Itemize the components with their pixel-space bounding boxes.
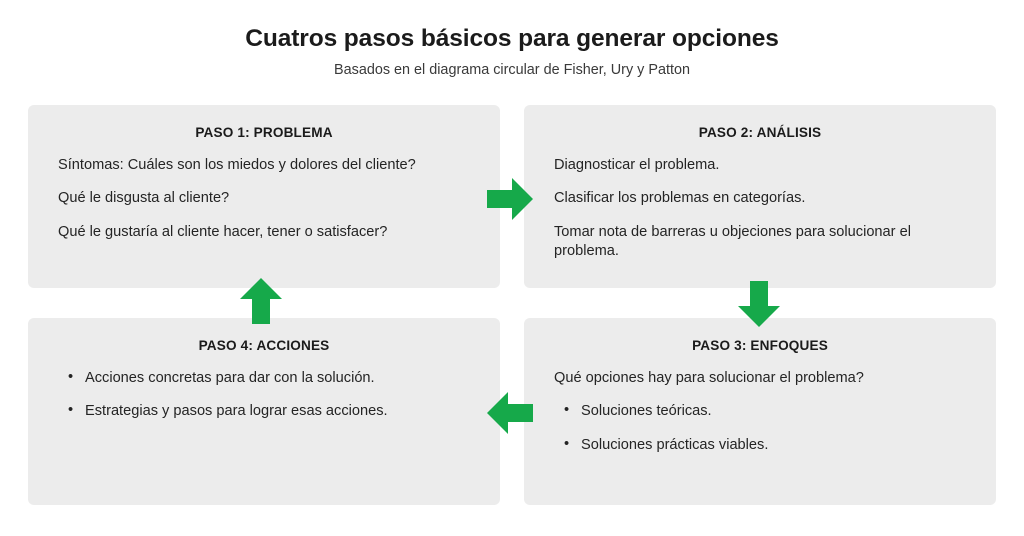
step-body-paso-4: Acciones concretas para dar con la soluc…	[58, 368, 470, 422]
step-line: Tomar nota de barreras u objeciones para…	[554, 223, 911, 259]
step-panel-paso-3: PASO 3: ENFOQUES Qué opciones hay para s…	[524, 318, 996, 505]
step-heading-paso-4: PASO 4: ACCIONES	[198, 338, 330, 353]
arrow-down-icon	[738, 281, 780, 327]
step-panel-paso-2: PASO 2: ANÁLISIS Diagnosticar el problem…	[524, 105, 996, 288]
step-body-paso-3: Qué opciones hay para solucionar el prob…	[554, 369, 966, 455]
step-line: Qué le disgusta al cliente?	[58, 190, 230, 207]
step-body-paso-2: Diagnosticar el problema. Clasificar los…	[554, 156, 966, 261]
step-line-bullet: Soluciones prácticas viables.	[562, 434, 966, 455]
arrow-right-icon	[487, 178, 533, 220]
step-line: Clasificar los problemas en categorías.	[554, 190, 806, 207]
step-heading-paso-2: PASO 2: ANÁLISIS	[698, 125, 822, 140]
arrow-up-icon	[240, 278, 282, 324]
step-line-bullet: Soluciones teóricas.	[562, 401, 966, 421]
step-line: Diagnosticar el problema.	[554, 157, 720, 173]
step-heading-paso-3: PASO 3: ENFOQUES	[692, 338, 828, 353]
page-subtitle: Basados en el diagrama circular de Fishe…	[334, 62, 690, 79]
arrow-left-icon	[487, 392, 533, 434]
step-line: Síntomas: Cuáles son los miedos y dolore…	[58, 157, 416, 173]
step-body-paso-1: Síntomas: Cuáles son los miedos y dolore…	[58, 156, 470, 242]
step-panel-paso-4: PASO 4: ACCIONES Acciones concretas para…	[28, 318, 500, 505]
step-line: Qué le gustaría al cliente hacer, tener …	[58, 223, 388, 240]
step-line: Qué opciones hay para solucionar el prob…	[554, 370, 864, 386]
step-line-bullet: Estrategias y pasos para lograr esas acc…	[66, 401, 470, 421]
step-panel-paso-1: PASO 1: PROBLEMA Síntomas: Cuáles son lo…	[28, 105, 500, 288]
step-heading-paso-1: PASO 1: PROBLEMA	[195, 125, 333, 140]
diagram-header: Cuatros pasos básicos para generar opcio…	[0, 0, 1024, 79]
page-title: Cuatros pasos básicos para generar opcio…	[245, 25, 779, 52]
step-line-bullet: Acciones concretas para dar con la soluc…	[66, 368, 470, 388]
